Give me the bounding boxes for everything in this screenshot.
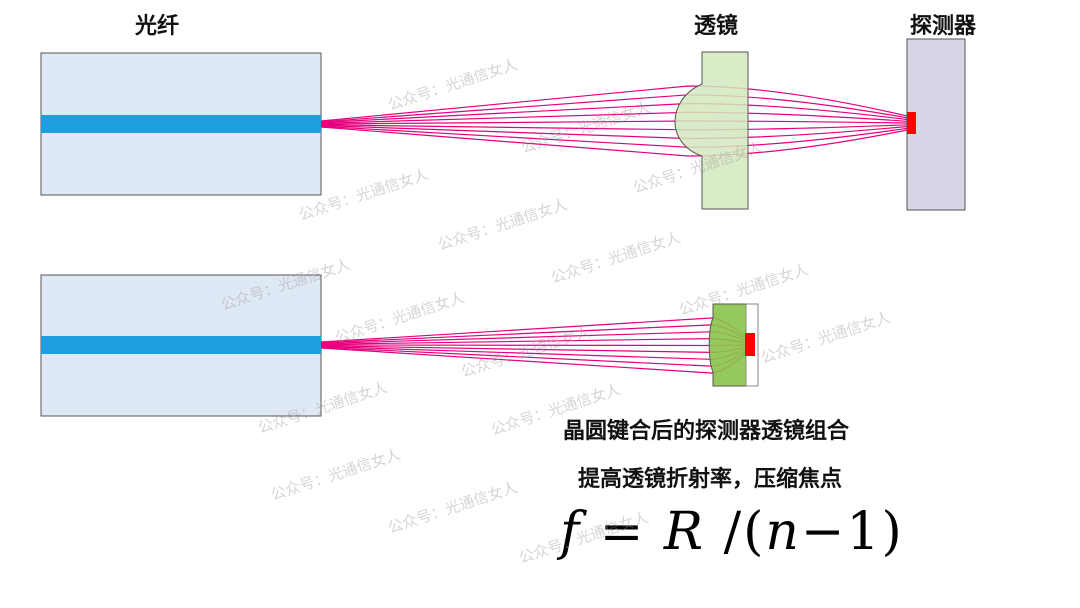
formula-minus-one: −1) xyxy=(800,502,904,562)
light-ray xyxy=(320,125,908,148)
top-detector-element xyxy=(907,112,916,134)
top-fiber-core xyxy=(41,115,321,133)
bottom-fiber-core xyxy=(41,336,321,354)
bottom-lens xyxy=(708,303,747,387)
top-lens xyxy=(674,51,749,210)
bottom-setup xyxy=(40,274,759,417)
formula-r: R xyxy=(663,502,706,562)
formula-n: n xyxy=(765,502,801,562)
caption-line-1: 晶圆键合后的探测器透镜组合 xyxy=(563,419,850,444)
detector-label: 探测器 xyxy=(910,14,977,39)
bottom-detector-element xyxy=(745,333,755,356)
caption-line-2: 提高透镜折射率，压缩焦点 xyxy=(578,467,843,492)
fiber-label: 光纤 xyxy=(135,14,180,39)
lens-label: 透镜 xyxy=(694,14,739,39)
formula-f: f xyxy=(560,502,582,562)
formula-slash-paren: /( xyxy=(723,502,766,562)
top-detector-body xyxy=(906,38,966,211)
top-setup xyxy=(40,38,966,211)
focal-length-formula: f = R /(n−1) xyxy=(560,502,904,562)
formula-equals: = xyxy=(599,502,646,562)
